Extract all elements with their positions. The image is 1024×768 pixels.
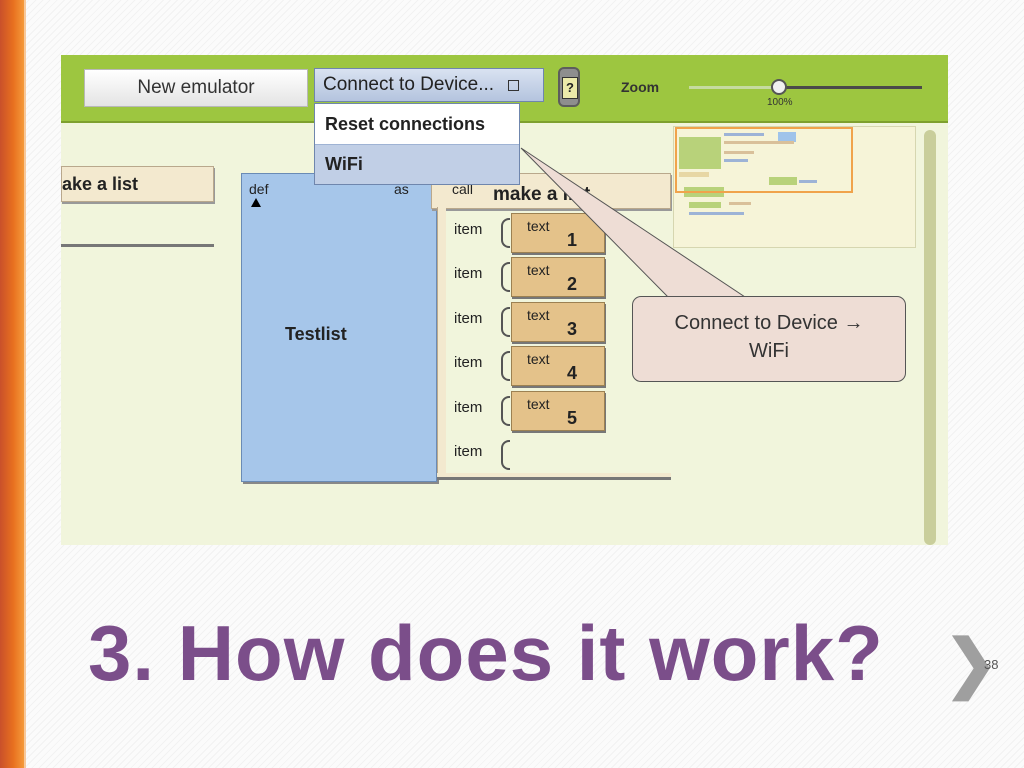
zoom-label: Zoom (621, 79, 660, 95)
zoom-slider-fill (689, 86, 777, 89)
text-block-value: 4 (567, 363, 578, 383)
text-block[interactable]: text 3 (511, 302, 605, 342)
dropdown-arrow-icon (508, 79, 520, 91)
as-label: as (394, 181, 409, 197)
call-label: call (452, 181, 474, 197)
item-label: item (454, 265, 483, 282)
text-block-label: text (527, 218, 550, 234)
next-slide-chevron-icon[interactable]: ❯ (944, 627, 998, 699)
text-block-value: 3 (567, 319, 578, 339)
variable-name[interactable]: Testlist (285, 324, 347, 344)
new-emulator-button[interactable]: New emulator (84, 69, 308, 107)
help-question-icon: ? (562, 77, 578, 99)
make-list-bottom (437, 473, 671, 480)
socket-icon (501, 307, 510, 337)
slide-page-number: 38 (984, 657, 999, 672)
def-label: def (249, 181, 269, 197)
socket-icon (501, 262, 510, 292)
text-block[interactable]: text 1 (511, 213, 605, 253)
connect-dropdown-menu: Reset connections WiFi (314, 103, 520, 185)
partial-block-bottom (61, 244, 214, 247)
blocks-toolbar: New emulator Connect to Device... ? Zoom… (61, 55, 948, 123)
phone-help-icon[interactable]: ? (558, 67, 580, 107)
text-block-value: 2 (567, 274, 578, 294)
callout-line-2: WiFi (749, 340, 789, 362)
callout-line-1: Connect to Device → (674, 312, 864, 334)
text-block-label: text (527, 351, 550, 367)
accent-side-line (24, 0, 26, 768)
text-block-value: 5 (567, 408, 578, 428)
item-label: item (454, 354, 483, 371)
def-block[interactable] (241, 173, 437, 482)
item-label: item (454, 221, 483, 238)
make-list-partial-label: ake a list (62, 173, 139, 194)
connect-to-device-label: Connect to Device... (323, 74, 495, 95)
minimap-viewport[interactable] (675, 127, 853, 193)
socket-icon (501, 351, 510, 381)
socket-icon (501, 218, 510, 248)
connect-to-device-dropdown[interactable]: Connect to Device... (314, 68, 544, 102)
text-block-label: text (527, 396, 550, 412)
annotation-callout: Connect to Device → WiFi (632, 296, 906, 382)
text-block[interactable]: text 4 (511, 346, 605, 386)
accent-side-bar (0, 0, 24, 768)
menu-item-reset-connections[interactable]: Reset connections (325, 113, 486, 134)
item-label: item (454, 310, 483, 327)
text-block[interactable]: text 5 (511, 391, 605, 431)
item-label: item (454, 399, 483, 416)
app-inventor-screenshot: New emulator Connect to Device... ? Zoom… (61, 55, 948, 545)
menu-item-wifi[interactable]: WiFi (315, 144, 519, 184)
text-block-label: text (527, 307, 550, 323)
text-block-label: text (527, 262, 550, 278)
def-collapse-icon[interactable] (251, 198, 261, 207)
empty-socket-icon[interactable] (501, 440, 510, 470)
zoom-slider-track[interactable] (689, 86, 922, 89)
make-list-block-partial[interactable]: ake a list (61, 166, 214, 202)
socket-icon (501, 396, 510, 426)
workspace-minimap[interactable] (673, 126, 916, 248)
zoom-slider-handle[interactable] (771, 79, 787, 95)
make-list-bracket (437, 207, 446, 477)
workspace-scrollbar[interactable] (924, 130, 936, 545)
text-block[interactable]: text 2 (511, 257, 605, 297)
slide-title: 3. How does it work? (88, 609, 884, 697)
item-label-empty: item (454, 443, 483, 460)
zoom-value: 100% (767, 97, 793, 108)
text-block-value: 1 (567, 230, 578, 250)
